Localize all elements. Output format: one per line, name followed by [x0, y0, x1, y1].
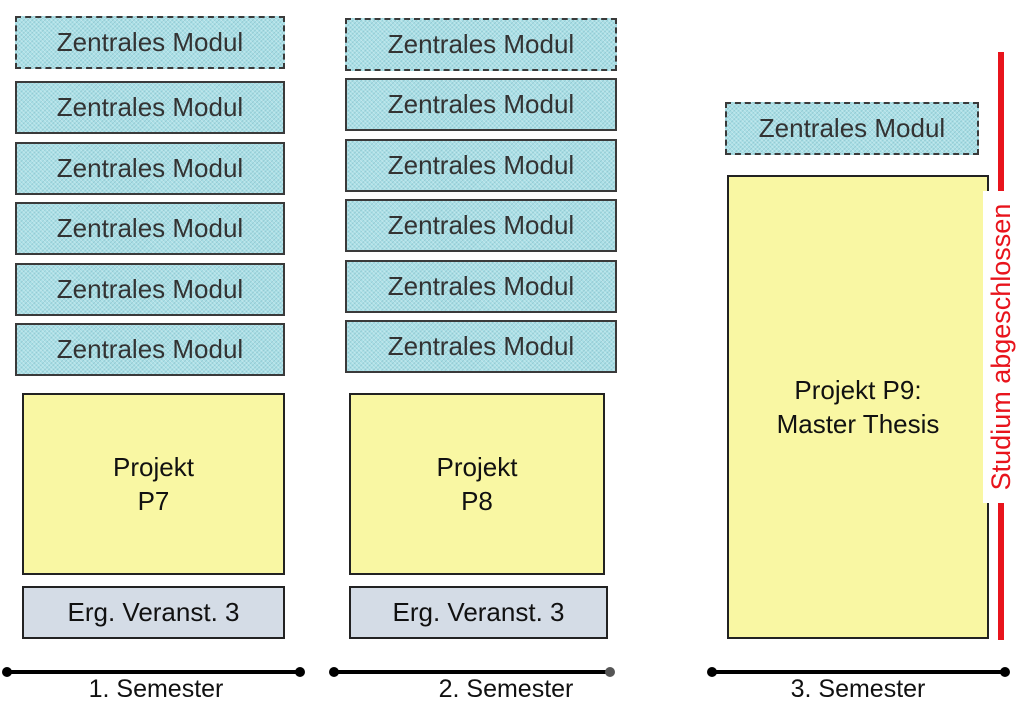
project-box-p8: Projekt P8 [349, 393, 605, 575]
semester-label: 3. Semester [790, 675, 926, 703]
module-box: Zentrales Modul [345, 139, 617, 192]
module-box: Zentrales Modul [345, 260, 617, 313]
module-label: Zentrales Modul [387, 89, 575, 119]
timeline-segment [6, 670, 301, 674]
module-label: Zentrales Modul [56, 274, 244, 304]
module-label: Zentrales Modul [56, 153, 244, 183]
timeline-endpoint [605, 667, 615, 677]
project-label-line1: Projekt P9: [794, 375, 922, 405]
project-label-line1: Projekt [436, 452, 518, 482]
supplementary-course-label: Erg. Veranst. 3 [392, 597, 565, 627]
supplementary-course-box: Erg. Veranst. 3 [349, 586, 608, 639]
module-box: Zentrales Modul [725, 102, 979, 155]
module-box: Zentrales Modul [15, 81, 285, 134]
project-label-line2: P8 [461, 486, 493, 516]
module-box: Zentrales Modul [15, 202, 285, 255]
module-label: Zentrales Modul [56, 213, 244, 243]
project-label-line1: Projekt [113, 452, 194, 482]
timeline-endpoint [1000, 667, 1010, 677]
module-box: Zentrales Modul [15, 323, 285, 376]
module-box: Zentrales Modul [15, 263, 285, 316]
supplementary-course-box: Erg. Veranst. 3 [22, 586, 285, 639]
module-label: Zentrales Modul [56, 27, 244, 57]
supplementary-course-label: Erg. Veranst. 3 [67, 597, 240, 627]
timeline-segment [711, 670, 1006, 674]
timeline-endpoint [707, 667, 717, 677]
module-label: Zentrales Modul [56, 334, 244, 364]
module-label: Zentrales Modul [387, 331, 575, 361]
module-box: Zentrales Modul [345, 18, 617, 71]
module-label: Zentrales Modul [387, 210, 575, 240]
module-box: Zentrales Modul [15, 16, 285, 69]
module-box: Zentrales Modul [15, 142, 285, 195]
module-label: Zentrales Modul [758, 113, 946, 143]
module-label: Zentrales Modul [387, 29, 575, 59]
project-box-p7: Projekt P7 [22, 393, 285, 575]
semester-label: 1. Semester [88, 675, 224, 703]
semester-label: 2. Semester [438, 675, 574, 703]
module-label: Zentrales Modul [387, 150, 575, 180]
completion-label: Studium abgeschlossen [983, 191, 1019, 503]
timeline-endpoint [2, 667, 12, 677]
timeline-endpoint [329, 667, 339, 677]
module-label: Zentrales Modul [56, 92, 244, 122]
project-label-line2: Master Thesis [776, 409, 940, 439]
project-box-p9: Projekt P9: Master Thesis [727, 175, 989, 639]
module-box: Zentrales Modul [345, 320, 617, 373]
timeline-endpoint [295, 667, 305, 677]
module-box: Zentrales Modul [345, 78, 617, 131]
project-label-line2: P7 [137, 486, 170, 516]
timeline-segment [333, 670, 611, 674]
module-box: Zentrales Modul [345, 199, 617, 252]
module-label: Zentrales Modul [387, 271, 575, 301]
